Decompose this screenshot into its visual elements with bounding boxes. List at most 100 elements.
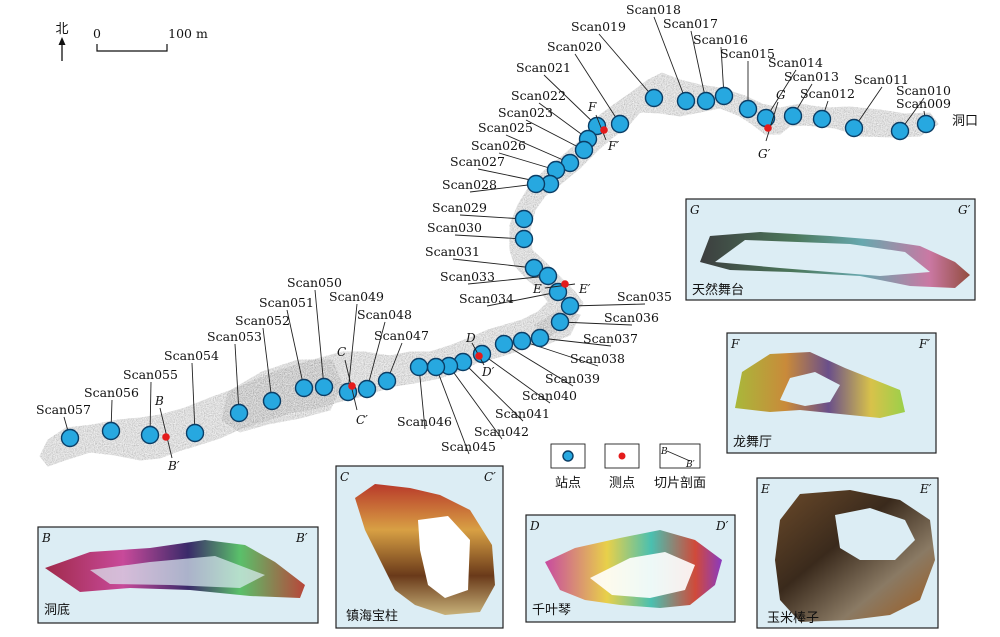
station-label-scan054: Scan054 xyxy=(164,348,219,363)
station-label-scan031: Scan031 xyxy=(425,244,480,259)
station-scan050 xyxy=(314,377,334,397)
panel-F-end: F′ xyxy=(918,337,930,351)
leader-scan020 xyxy=(574,53,621,125)
leader-scan048 xyxy=(366,321,386,390)
station-scan048 xyxy=(357,379,377,399)
station-label-scan034: Scan034 xyxy=(459,291,514,306)
panel-D-title: 千叶琴 xyxy=(532,603,571,618)
leader-scan034 xyxy=(486,291,559,307)
panel-E-end: E′ xyxy=(919,482,932,496)
leader-scan023 xyxy=(525,119,585,151)
station-label-scan046: Scan046 xyxy=(397,414,452,429)
section-line-B xyxy=(159,407,173,459)
station-label-scan057: Scan057 xyxy=(36,402,91,417)
section-F-start: F xyxy=(587,100,597,114)
station-label-scan018: Scan018 xyxy=(626,2,681,17)
station-label-scan012: Scan012 xyxy=(800,86,855,101)
leader-scan022 xyxy=(538,102,589,140)
station-scan020 xyxy=(610,114,630,134)
measure-point-G xyxy=(764,124,772,132)
section-F-end: F′ xyxy=(607,139,619,153)
leader-scan054 xyxy=(191,362,196,434)
leader-scan053 xyxy=(234,343,240,414)
station-scan056 xyxy=(101,421,121,441)
panel-C-void xyxy=(418,516,470,598)
station-scan016 xyxy=(714,86,734,106)
panel-E-title: 玉米棒子 xyxy=(767,611,819,626)
legend-section-start: B xyxy=(660,447,668,457)
station-label-scan048: Scan048 xyxy=(357,307,412,322)
section-D-end: D′ xyxy=(481,365,495,379)
legend: 站点 测点 B B′ 切片剖面 xyxy=(550,443,706,491)
panel-C-title: 镇海宝柱 xyxy=(346,609,398,624)
measure-point-F xyxy=(600,126,608,134)
panel-B-void xyxy=(90,556,265,588)
station-scan045 xyxy=(426,357,446,377)
panel-C: C C′ 镇海宝柱 xyxy=(335,465,504,629)
station-scan034 xyxy=(548,282,568,302)
panel-F-title: 龙舞厅 xyxy=(733,435,772,450)
station-label-scan014: Scan014 xyxy=(768,55,823,70)
station-label-scan041: Scan041 xyxy=(495,406,550,421)
north-label: 北 xyxy=(55,22,68,37)
station-label-scan055: Scan055 xyxy=(123,367,178,382)
section-B-end: B′ xyxy=(167,459,180,473)
station-scan054 xyxy=(185,423,205,443)
section-line-F xyxy=(595,114,607,141)
station-label-scan037: Scan037 xyxy=(583,331,638,346)
station-label-scan050: Scan050 xyxy=(287,275,342,290)
station-scan051 xyxy=(294,378,314,398)
north-arrow-icon xyxy=(58,37,66,45)
leader-scan031 xyxy=(452,258,535,269)
panel-G: G G′ 天然舞台 xyxy=(685,198,976,301)
legend-measure-label: 测点 xyxy=(609,476,635,491)
cave-passage xyxy=(39,72,939,467)
panel-E-start: E xyxy=(760,482,770,496)
station-scan033 xyxy=(538,266,558,286)
station-scan046 xyxy=(409,357,429,377)
section-line-E xyxy=(544,283,576,289)
station-label-scan015: Scan015 xyxy=(720,46,775,61)
station-label-scan023: Scan023 xyxy=(498,105,553,120)
legend-section-end: B′ xyxy=(685,460,695,470)
station-scan038 xyxy=(512,331,532,351)
panel-G-void xyxy=(715,240,930,276)
station-label-scan029: Scan029 xyxy=(432,200,487,215)
station-scan057 xyxy=(60,428,80,448)
legend-measure-box xyxy=(604,443,640,469)
station-scan013 xyxy=(783,106,803,126)
section-D-start: D xyxy=(465,331,476,345)
legend-section-icon xyxy=(666,450,691,462)
leader-scan039 xyxy=(503,343,574,387)
panel-G-end: G′ xyxy=(958,203,971,217)
leader-scan040 xyxy=(481,353,551,404)
leader-scan052 xyxy=(262,327,273,402)
panel-C-end: C′ xyxy=(484,470,496,484)
leader-scan041 xyxy=(462,361,524,422)
leader-scan021 xyxy=(543,74,598,127)
leader-scan042 xyxy=(448,365,503,440)
panel-E: E E′ 玉米棒子 xyxy=(756,477,939,629)
measure-point-E xyxy=(561,280,569,288)
leader-scan050 xyxy=(314,289,325,388)
station-label-scan011: Scan011 xyxy=(854,72,909,87)
station-scan029 xyxy=(514,209,534,229)
station-label-scan017: Scan017 xyxy=(663,16,718,31)
station-scan036 xyxy=(550,312,570,332)
leader-scan037 xyxy=(539,337,612,347)
station-scan015 xyxy=(738,99,758,119)
leader-scan033 xyxy=(467,275,549,285)
station-scan010 xyxy=(890,121,910,141)
panel-B-title: 洞底 xyxy=(44,602,70,618)
leader-scan030 xyxy=(454,234,525,240)
section-G-start: G xyxy=(776,88,786,102)
leader-scan051 xyxy=(286,309,305,389)
panel-F: F F′ 龙舞厅 xyxy=(726,332,937,454)
panel-B-start: B xyxy=(41,531,51,545)
station-label-scan039: Scan039 xyxy=(545,371,600,386)
leader-scan017 xyxy=(690,30,707,102)
station-label-scan025: Scan025 xyxy=(478,120,533,135)
station-scan055 xyxy=(140,425,160,445)
leader-scan025 xyxy=(505,134,571,164)
station-scan019 xyxy=(644,88,664,108)
